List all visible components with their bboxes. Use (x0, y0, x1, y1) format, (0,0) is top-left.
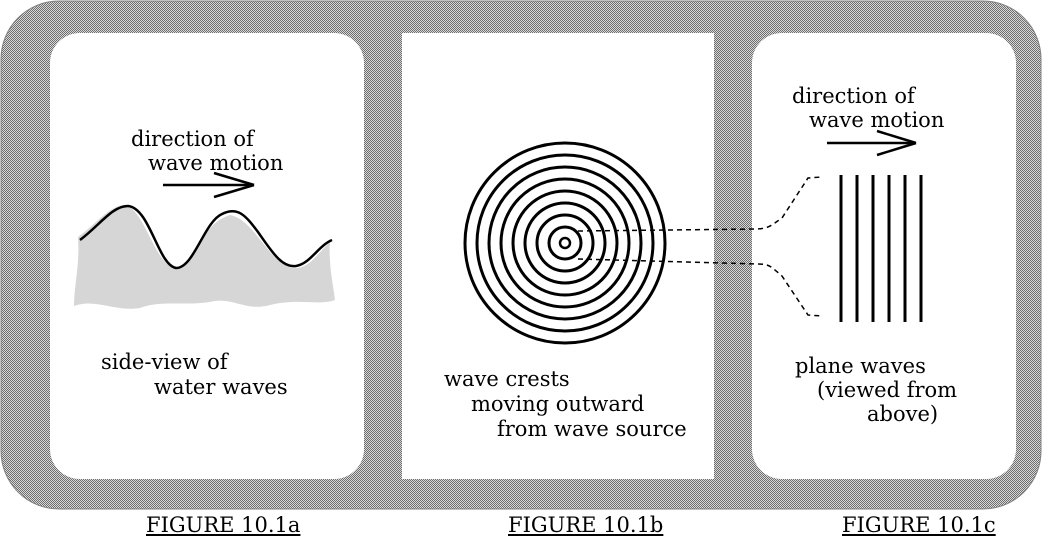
panel-c-direction-label-line1: direction of (792, 84, 915, 108)
direction-arrow-c (827, 129, 917, 157)
panel-c-caption-line3: above) (867, 402, 939, 426)
panel-a-caption-line2: water waves (154, 375, 288, 399)
wave-profile (79, 204, 333, 270)
panel-b-caption-line1: wave crests (444, 367, 570, 391)
panel-c-caption-line1: plane waves (795, 354, 926, 378)
zoom-connector-lines (577, 176, 823, 317)
plane-wave-crests (839, 175, 923, 322)
concentric-wave-crests (463, 141, 667, 345)
panel-b-caption-line3: from wave source (497, 417, 687, 441)
water-body (74, 205, 335, 309)
panel-c-direction-label-line2: wave motion (809, 108, 945, 132)
figure-caption-a: FIGURE 10.1a (146, 513, 301, 537)
panel-a-direction-label-line2: wave motion (148, 151, 284, 175)
panel-a-direction-label-line1: direction of (131, 127, 254, 151)
figure-caption-b: FIGURE 10.1b (508, 513, 664, 537)
panel-c-background (752, 33, 1016, 479)
panel-a-caption-line1: side-view of (101, 350, 228, 374)
figure-caption-c: FIGURE 10.1c (842, 513, 996, 537)
panel-b-caption-line2: moving outward (471, 392, 645, 416)
figure-frame (0, 0, 1042, 510)
direction-arrow-a (163, 171, 255, 199)
panel-c-caption-line2: (viewed from (817, 378, 958, 402)
